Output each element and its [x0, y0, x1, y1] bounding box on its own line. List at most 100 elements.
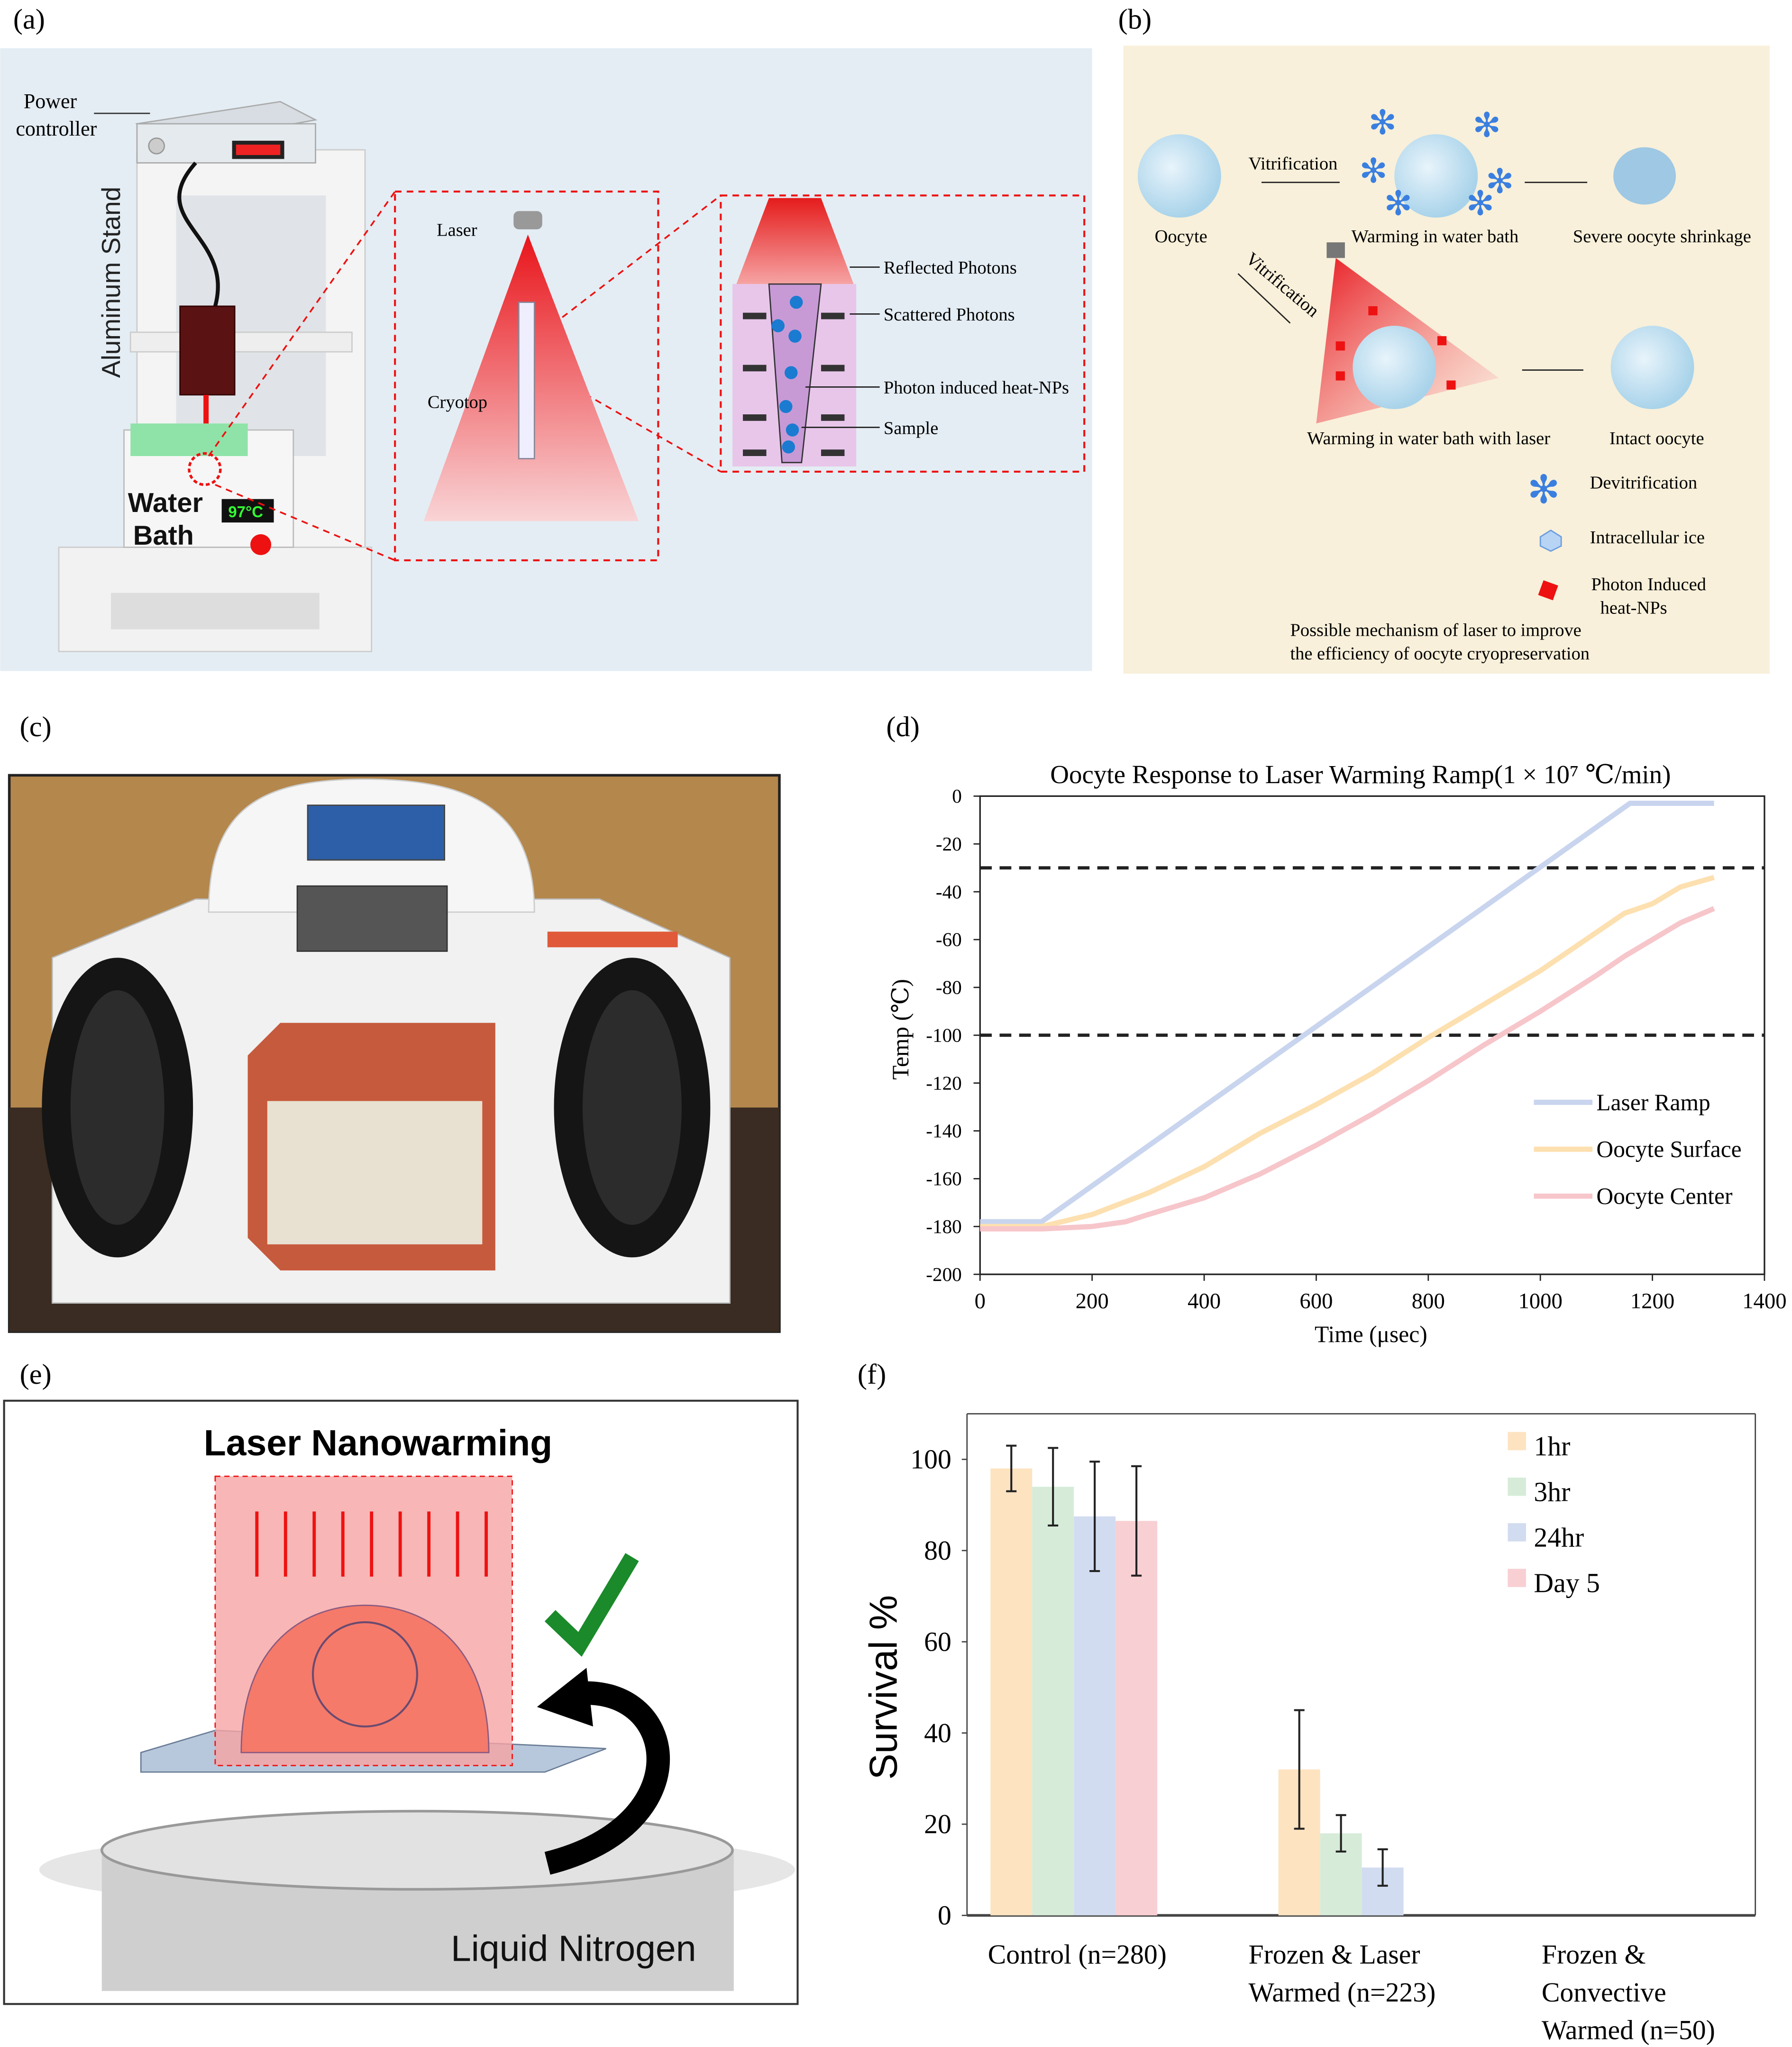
y-axis-label: Survival %	[861, 1595, 905, 1780]
cable	[177, 161, 220, 307]
devitrification-crystals: ✻✻✻ ✻✻✻	[1359, 104, 1514, 222]
category-label: Frozen &	[1542, 1940, 1646, 1970]
oocyte-water-bath-icon	[1394, 134, 1478, 218]
line-chart: Oocyte Response to Laser Warming Ramp(1 …	[887, 760, 1787, 1347]
y-tick-label: -20	[936, 833, 962, 855]
y-tick-label: -40	[936, 881, 962, 903]
y-tick-label: -100	[926, 1024, 962, 1046]
x-tick-label: 800	[1412, 1289, 1445, 1314]
svg-text:✻: ✻	[1486, 163, 1514, 201]
laser-arrows	[255, 1511, 488, 1577]
svg-text:✻: ✻	[1359, 153, 1388, 190]
curved-arrow-icon	[544, 1681, 670, 1875]
x-tick-label: 1000	[1518, 1289, 1562, 1314]
panel-label-c: (c)	[20, 711, 52, 743]
y-tick-label: -140	[926, 1120, 962, 1142]
y-tick-label: -180	[926, 1215, 962, 1237]
category-label: Warmed (n=50)	[1542, 2016, 1715, 2046]
legend-label: 1hr	[1534, 1432, 1570, 1462]
y-axis-label: Temp (℃)	[887, 979, 914, 1080]
y-tick-label: 40	[924, 1718, 951, 1748]
y-tick-label: -80	[936, 977, 962, 998]
oocyte-label: Oocyte	[1155, 227, 1207, 247]
intact-oocyte-label: Intact oocyte	[1609, 429, 1704, 448]
panel-label-f: (f)	[858, 1359, 886, 1390]
shrunk-oocyte-icon	[1613, 147, 1676, 205]
scattered-photon-arrows	[743, 312, 845, 456]
category-label: Convective	[1542, 1978, 1666, 2008]
panel-label-d: (d)	[886, 711, 920, 743]
y-tick-label: 80	[924, 1536, 951, 1566]
legend-label: Oocyte Center	[1596, 1183, 1733, 1209]
legend-swatch	[1508, 1477, 1526, 1496]
water-bath-label-1: Water	[128, 488, 203, 518]
oocyte-laser-icon	[1353, 326, 1436, 410]
legend-heat-nps-label-1: Photon Induced	[1591, 575, 1706, 594]
caption-line-1: Possible mechanism of laser to improve	[1290, 620, 1581, 640]
bar-24hr	[1074, 1516, 1116, 1916]
panel-label-e: (e)	[20, 1359, 52, 1390]
series-line-laser-ramp	[980, 801, 1714, 1225]
zoom-box-2	[720, 194, 1086, 473]
panel-label-b: (b)	[1118, 3, 1152, 35]
vitrification-label: Vitrification	[1248, 154, 1337, 174]
svg-text:✻: ✻	[1368, 104, 1397, 142]
device-photo	[8, 774, 781, 1333]
warming-with-laser-label: Warming in water bath with laser	[1307, 429, 1550, 448]
svg-text:✻: ✻	[1466, 185, 1494, 223]
heat-np-markers	[1335, 306, 1456, 390]
water-bath: 97°C Water Bath	[123, 423, 294, 555]
panel-b: (b) ✻✻✻ ✻✻✻ Vitrification Oocyte Warming…	[1118, 3, 1770, 674]
cryotop	[518, 302, 535, 459]
y-tick-label: -160	[926, 1168, 962, 1189]
intracellular-ice-legend-icon	[1539, 530, 1562, 552]
bar-day-5	[1115, 1521, 1158, 1916]
panel-a: (a) 97°C Water Bath	[0, 3, 1092, 671]
panel-e: (e) Laser Nanowarming Liquid Nitrogen	[3, 1359, 799, 2005]
y-tick-label: 60	[924, 1627, 951, 1657]
sample-label: Sample	[884, 418, 938, 438]
y-tick-label: -60	[936, 929, 962, 950]
y-tick-label: -200	[926, 1263, 962, 1285]
vitrification-diag-arrow	[1237, 273, 1291, 324]
laser-label: Laser	[437, 220, 477, 240]
x-tick-label: 0	[975, 1289, 986, 1314]
heat-np-legend-icon	[1538, 580, 1558, 601]
laser-nanowarming-title: Laser Nanowarming	[204, 1423, 552, 1463]
panel-d: (d) Oocyte Response to Laser Warming Ram…	[886, 711, 1786, 1347]
legend-swatch	[1508, 1569, 1526, 1587]
y-tick-label: -120	[926, 1072, 962, 1094]
x-tick-label: 1400	[1742, 1289, 1786, 1314]
y-tick-label: 0	[938, 1901, 951, 1931]
series-line-oocyte-surface	[980, 875, 1715, 1229]
checkmark-icon	[544, 1553, 639, 1657]
droplet-with-nanoparticles	[240, 1604, 490, 1754]
laser-beam-closeup	[736, 198, 854, 284]
legend-heat-nps-label-2: heat-NPs	[1600, 598, 1667, 618]
y-tick-label: 100	[910, 1445, 951, 1475]
oocyte-icon	[1137, 134, 1221, 218]
bar-1hr	[990, 1468, 1033, 1916]
laser-head	[179, 305, 236, 396]
y-tick-label: 0	[952, 785, 962, 807]
x-tick-label: 600	[1299, 1289, 1333, 1314]
reflected-photons-label: Reflected Photons	[884, 258, 1017, 278]
heat-nps	[771, 295, 803, 454]
legend-label: Oocyte Surface	[1596, 1136, 1741, 1162]
power-controller	[135, 101, 318, 164]
legend-swatch	[1508, 1432, 1526, 1451]
series-line-oocyte-center	[980, 906, 1715, 1232]
category-label: Frozen & Laser	[1248, 1940, 1420, 1970]
x-tick-label: 400	[1188, 1289, 1221, 1314]
legend-swatch	[1508, 1523, 1526, 1542]
intact-oocyte-icon	[1610, 326, 1694, 410]
legend-label: 3hr	[1534, 1477, 1570, 1507]
liquid-nitrogen-label: Liquid Nitrogen	[451, 1928, 696, 1969]
oocyte-in-droplet	[311, 1621, 418, 1727]
chart-title: Oocyte Response to Laser Warming Ramp(1 …	[1050, 760, 1671, 789]
liquid-nitrogen-dewar	[39, 1809, 795, 1991]
x-tick-label: 1200	[1630, 1289, 1674, 1314]
legend-intracellular-ice-label: Intracellular ice	[1590, 528, 1705, 548]
